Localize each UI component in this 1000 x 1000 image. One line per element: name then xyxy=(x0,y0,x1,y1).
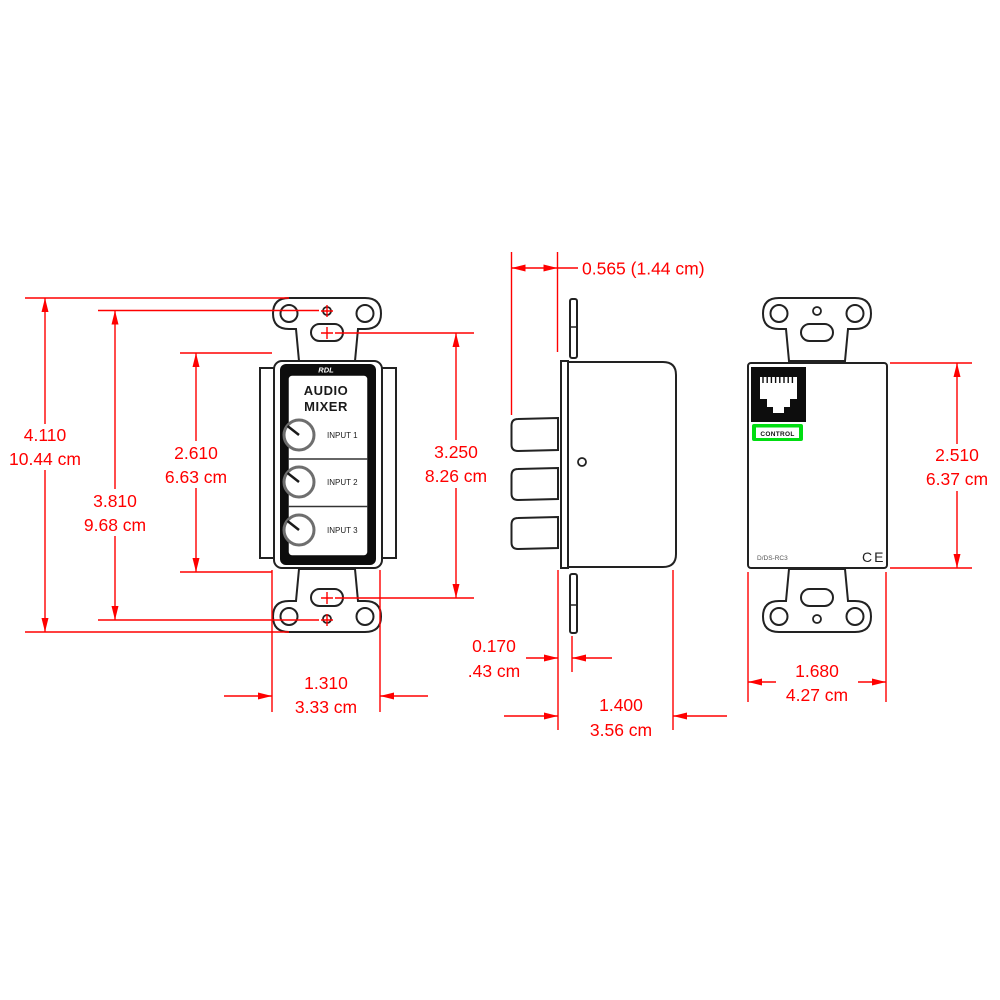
rj45-opening xyxy=(760,377,797,413)
brand-logo: RDL xyxy=(318,366,334,375)
rear-yoke-bottom xyxy=(762,568,872,633)
dim-overall-height-cm: 10.44 cm xyxy=(9,449,81,469)
extension-lines xyxy=(25,252,972,730)
knob-label-3: INPUT 3 xyxy=(327,526,358,535)
dim-faceplate-height-in: 2.610 xyxy=(174,443,218,463)
control-label: CONTROL xyxy=(752,424,803,441)
model-number: D/DS-RC3 xyxy=(757,555,788,562)
dim-slot-spacing-cm: 8.26 cm xyxy=(425,466,487,486)
side-plate-edge xyxy=(560,360,569,569)
center-marks xyxy=(321,305,333,626)
dim-slot-spacing-in: 3.250 xyxy=(434,442,478,462)
knob-2-icon xyxy=(282,465,316,499)
dim-plate-thickness-in: 0.170 xyxy=(472,636,516,656)
dim-rear-body-width-cm: 4.27 cm xyxy=(786,685,848,705)
rj45-port-icon xyxy=(751,367,806,422)
ce-mark: CE xyxy=(862,549,885,565)
mounting-flange-right xyxy=(381,367,397,559)
dim-body-depth-in: 1.400 xyxy=(599,695,643,715)
knob-label-1: INPUT 1 xyxy=(327,431,358,440)
rear-view: CONTROL D/DS-RC3 CE xyxy=(747,297,888,633)
dimension-annotations: 4.110 10.44 cm 3.810 9.68 cm 2.610 6.63 … xyxy=(9,252,988,740)
side-view xyxy=(510,298,677,634)
product-title-line2: MIXER xyxy=(304,399,348,414)
dim-rear-body-height-cm: 6.37 cm xyxy=(926,469,988,489)
dim-plate-thickness-cm: .43 cm xyxy=(468,661,521,681)
knob-label-2: INPUT 2 xyxy=(327,478,358,487)
dim-rear-body-width-in: 1.680 xyxy=(795,661,839,681)
side-knob-2 xyxy=(510,466,559,502)
knob-3-icon xyxy=(282,513,316,547)
product-title-line1: AUDIO xyxy=(304,383,348,398)
rear-yoke-top xyxy=(762,297,872,362)
dim-faceplate-width-in: 1.310 xyxy=(304,673,348,693)
dim-rear-body-height-in: 2.510 xyxy=(935,445,979,465)
faceplate-window xyxy=(287,374,369,557)
side-knob-1 xyxy=(510,416,559,453)
mounting-flange-left xyxy=(259,367,275,559)
dim-body-depth-cm: 3.56 cm xyxy=(590,720,652,740)
section-separator-lines xyxy=(288,458,368,508)
front-view: RDL AUDIO MIXER INPUT 1 INPUT 2 INPUT 3 xyxy=(259,297,397,633)
dim-faceplate-width-cm: 3.33 cm xyxy=(295,697,357,717)
dim-mounting-hole-spacing-cm: 9.68 cm xyxy=(84,515,146,535)
dim-mounting-hole-spacing-in: 3.810 xyxy=(93,491,137,511)
side-yoke-tab-top xyxy=(569,298,578,359)
rj45-pins xyxy=(762,377,794,383)
dim-faceplate-height-cm: 6.63 cm xyxy=(165,467,227,487)
side-yoke-tab-bottom xyxy=(569,573,578,634)
dim-knob-depth: 0.565 (1.44 cm) xyxy=(582,259,705,279)
side-knob-3 xyxy=(510,515,559,551)
side-screw-hole xyxy=(577,457,587,467)
dim-overall-height-in: 4.110 xyxy=(24,425,67,445)
knob-1-icon xyxy=(282,418,316,452)
side-body xyxy=(567,361,677,568)
control-label-text: CONTROL xyxy=(760,431,794,438)
